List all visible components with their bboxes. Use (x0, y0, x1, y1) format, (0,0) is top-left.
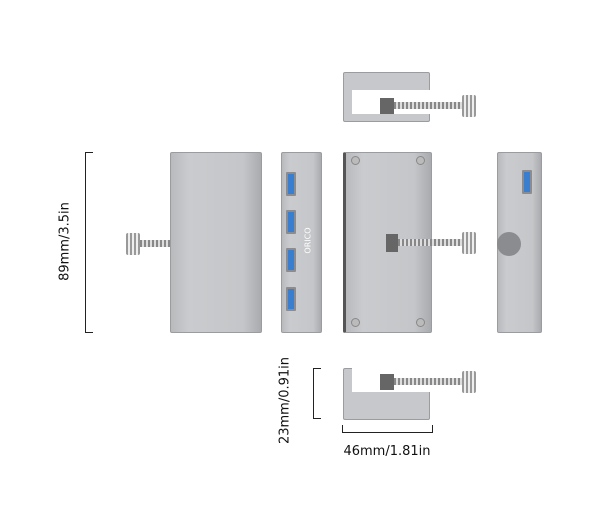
height-dimension-label: 89mm/3.5in (57, 202, 73, 281)
clamp-pad (386, 234, 398, 252)
usb-port (286, 287, 296, 311)
depth-dimension-tick-bottom (313, 418, 321, 419)
screw-hole (416, 318, 425, 327)
height-dimension-tick-top (85, 152, 93, 153)
width-dimension-label: 46mm/1.81in (343, 444, 431, 459)
screw-knob-end (497, 232, 521, 256)
screw-thread (394, 378, 462, 385)
screw-knob (462, 95, 476, 117)
screw-hole (416, 156, 425, 165)
orico-logo: ORICO (303, 227, 313, 254)
usb-port (286, 210, 296, 234)
height-dimension-tick-bottom (85, 332, 93, 333)
screw-hole (351, 156, 360, 165)
width-dimension-line (342, 432, 433, 433)
height-dimension-line (85, 152, 86, 333)
screw-thread (398, 239, 462, 246)
usb-port (286, 248, 296, 272)
screw-thread (140, 240, 170, 247)
screw-hole (351, 318, 360, 327)
width-dimension-tick-left (342, 425, 343, 433)
clamp-pad (380, 374, 394, 390)
usb-port (522, 170, 532, 194)
screw-knob (462, 371, 476, 393)
screw-knob (462, 232, 476, 254)
depth-dimension-label: 23mm/0.91in (277, 356, 293, 445)
screw-thread (394, 102, 462, 109)
width-dimension-tick-right (432, 425, 433, 433)
screw-knob (126, 233, 140, 255)
depth-dimension-tick-top (313, 368, 321, 369)
depth-dimension-line (313, 368, 314, 419)
usb-port (286, 172, 296, 196)
clamp-pad (380, 98, 394, 114)
hub-front-view (170, 152, 262, 333)
